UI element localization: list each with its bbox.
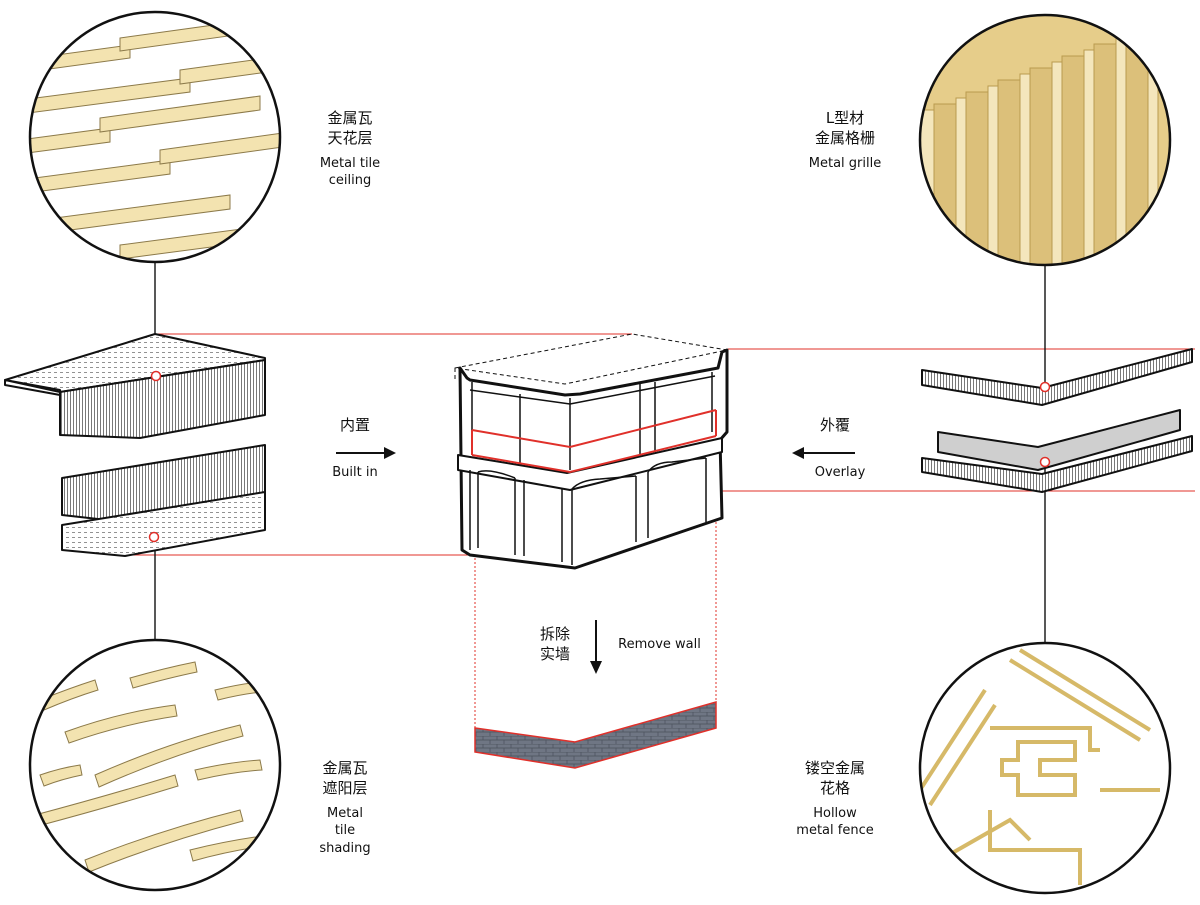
shading-connector-dot (148, 531, 160, 543)
label-overlay-en: Overlay (800, 464, 880, 482)
label-en: Metal grille (808, 155, 882, 171)
ceiling-connector-dot (150, 370, 162, 382)
built-in-zh-text: 内置 (339, 416, 370, 434)
remove-wall-zh-line2: 实墙 (539, 645, 570, 664)
detail-circle-metal-grille (918, 13, 1172, 267)
label-built-in-zh: 内置 (320, 415, 390, 435)
label-metal-tile-shading: 金属瓦 遮阳层 Metal tile shading (300, 758, 390, 857)
built-in-arrow (336, 447, 396, 459)
label-en-line1: Metal (327, 805, 363, 821)
remove-wall-arrow (590, 620, 602, 674)
building-grille-band (471, 409, 717, 474)
detail-circle-metal-tile-ceiling (28, 10, 282, 264)
label-zh-line1: L型材 (825, 109, 865, 127)
overlay-zh-text: 外覆 (819, 416, 850, 434)
label-remove-wall-en: Remove wall (612, 636, 707, 654)
remove-wall-zh-line1: 拆除 (539, 625, 570, 643)
label-en-line1: Metal tile (319, 155, 381, 171)
detail-circle-metal-tile-shading (28, 638, 282, 892)
built-in-en-text: Built in (332, 465, 378, 480)
removed-wall-slab (474, 701, 717, 769)
label-en-line2: tile (334, 823, 356, 839)
fence-connector-dot (1039, 456, 1051, 468)
label-overlay-zh: 外覆 (800, 415, 870, 435)
label-hollow-metal-fence: 镂空金属 花格 Hollow metal fence (780, 758, 890, 840)
label-en-line2: ceiling (328, 173, 372, 189)
label-zh-line2: 金属格栅 (814, 129, 875, 148)
label-zh-line2: 花格 (819, 779, 850, 798)
label-built-in-en: Built in (320, 464, 390, 482)
label-remove-wall-zh: 拆除 实墙 (530, 624, 580, 665)
detail-circle-hollow-metal-fence (918, 641, 1172, 895)
label-zh-line1: 镂空金属 (804, 759, 865, 777)
label-en-line2: metal fence (796, 823, 874, 839)
label-zh-line1: 金属瓦 (322, 759, 368, 777)
overlay-arrow (792, 447, 855, 459)
label-en-line3: shading (319, 840, 371, 856)
grille-connector-dot (1039, 381, 1051, 393)
removal-projection-lines (474, 522, 717, 728)
label-zh-line1: 金属瓦 (327, 109, 373, 127)
grille-layer-strips (921, 348, 1193, 493)
remove-wall-en-text: Remove wall (618, 637, 701, 652)
ceiling-layer-block (4, 333, 266, 439)
label-metal-tile-ceiling: 金属瓦 天花层 Metal tile ceiling (300, 108, 400, 190)
label-metal-grille: L型材 金属格栅 Metal grille (790, 108, 900, 172)
label-zh-line2: 天花层 (327, 129, 373, 148)
label-en-line1: Hollow (813, 805, 857, 821)
shading-layer-block (61, 444, 266, 557)
label-zh-line2: 遮阳层 (322, 779, 368, 798)
overlay-en-text: Overlay (814, 465, 866, 480)
building-volume (454, 333, 729, 570)
